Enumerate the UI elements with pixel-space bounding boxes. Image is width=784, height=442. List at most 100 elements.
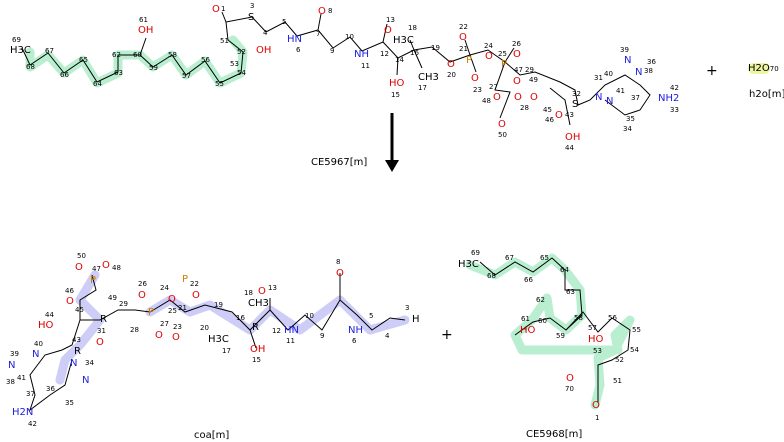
bond-carbonyl-8 (317, 13, 322, 31)
atom-symbol-label: H3C (393, 35, 414, 46)
atom-symbol-label: P (501, 59, 507, 70)
atom-index-label: 56 (608, 314, 617, 322)
atom-index-label: 46 (545, 116, 554, 124)
atom-index-label: 33 (670, 106, 679, 114)
atom-index-label: 3 (250, 2, 254, 10)
atom-index-label: 5 (369, 312, 373, 320)
atom-index-label: 23 (473, 86, 482, 94)
atom-index-label: 17 (418, 84, 427, 92)
atom-index-label: 9 (320, 332, 324, 340)
atom-index-label: 38 (6, 378, 15, 386)
atom-index-label: 34 (623, 125, 632, 133)
atom-symbol-label: N (32, 349, 39, 360)
atom-symbol-label: O (555, 110, 563, 121)
atom-index-label: 16 (236, 314, 245, 322)
atom-index-label: 21 (459, 45, 468, 53)
atom-symbol-label: O (318, 6, 326, 17)
atom-index-label: 5 (282, 18, 286, 26)
atom-index-label: 64 (560, 266, 569, 274)
atom-index-label: 67 (505, 254, 514, 262)
bond-phosphate-27 (494, 61, 511, 119)
atom-symbol-label: N (595, 92, 602, 103)
bond-carbonyl-1 (221, 11, 227, 23)
atom-index-label: 13 (386, 16, 395, 24)
atom-symbol-label: O (447, 59, 455, 70)
atom-index-label: 43 (565, 111, 574, 119)
atom-symbol-label: HN (287, 34, 302, 45)
atom-index-label: 6 (352, 337, 357, 345)
atom-index-label: 60 (133, 51, 142, 59)
bond-ch3-18 (409, 39, 415, 51)
atom-index-label: 10 (305, 312, 314, 320)
atom-symbol-label: O (566, 373, 574, 384)
atom-index-label: 64 (93, 80, 102, 88)
atom-symbol-label: N (635, 67, 642, 78)
atom-symbol-label: N (624, 55, 631, 66)
atom-index-label: 39 (620, 46, 629, 54)
atom-index-label: 47 (514, 66, 523, 74)
atom-index-label: 57 (588, 324, 597, 332)
atom-index-label: 22 (190, 280, 199, 288)
atom-symbol-label: HO (588, 334, 604, 345)
atom-symbol-label: O (75, 262, 83, 273)
atom-symbol-label: O (96, 337, 104, 348)
atom-index-label: 51 (220, 37, 229, 45)
atom-index-label: 4 (263, 29, 268, 37)
atom-symbol-label: OH (138, 25, 153, 36)
atom-index-label: 65 (79, 56, 88, 64)
atom-index-label: 52 (237, 48, 246, 56)
atom-index-label: 36 (46, 385, 55, 393)
atom-index-label: 10 (345, 33, 354, 41)
atom-symbol-label: O (138, 290, 146, 301)
atom-symbol-label: R (100, 314, 107, 325)
atom-symbol-label: CH3 (418, 72, 439, 83)
atom-index-label: 26 (512, 40, 521, 48)
atom-symbol-label: OH (250, 344, 265, 355)
water-name: h2o[m] (749, 89, 784, 100)
atom-index-label: 51 (613, 377, 622, 385)
atom-index-label: 65 (540, 254, 549, 262)
atom-index-label: 20 (200, 324, 209, 332)
atom-index-label: 41 (17, 374, 26, 382)
atom-index-label: 39 (10, 350, 19, 358)
atom-symbol-label: P (148, 307, 154, 318)
water-formula: H2O (748, 63, 770, 74)
atom-symbol-label: O (192, 290, 200, 301)
atom-index-label: 38 (644, 67, 653, 75)
atom-index-label: 54 (630, 346, 639, 354)
coa-backbone-bonds (79, 274, 406, 331)
atom-index-label: 57 (182, 72, 191, 80)
atom-symbol-label: S (248, 12, 254, 23)
atom-index-label: 8 (336, 258, 340, 266)
atom-index-label: 16 (410, 49, 419, 57)
atom-index-label: 43 (72, 336, 81, 344)
atom-index-label: 48 (482, 97, 491, 105)
atom-index-label: 27 (160, 320, 169, 328)
atom-symbol-label: H3C (458, 259, 479, 270)
atom-index-label: 15 (252, 356, 261, 364)
atom-symbol-label: O (471, 73, 479, 84)
bond-oh-15 (249, 329, 257, 349)
atom-index-label: 18 (408, 24, 417, 32)
atom-index-label: 61 (139, 16, 148, 24)
atom-index-label: 40 (34, 340, 43, 348)
atom-index-label: 4 (385, 332, 390, 340)
arrow-head (385, 160, 399, 172)
bond-carbonyl-13 (382, 23, 388, 43)
atom-index-label: 63 (566, 288, 575, 296)
atom-index-label: 1 (221, 5, 225, 13)
atom-index-label: 67 (45, 47, 54, 55)
reactant-name: CE5967[m] (311, 157, 368, 168)
atom-symbol-label: O (212, 4, 220, 15)
bond-p25-o26 (504, 47, 515, 63)
atom-index-label: 40 (604, 70, 613, 78)
atom-index-label: 44 (45, 311, 54, 319)
atom-symbol-label: O (530, 92, 538, 103)
atom-index-label: 48 (112, 264, 121, 272)
atom-symbol-label: NH (348, 325, 363, 336)
atom-symbol-label: HO (389, 78, 405, 89)
atom-index-label: 24 (484, 42, 493, 50)
atom-index-label: 35 (626, 115, 635, 123)
atom-index-label: 34 (85, 359, 94, 367)
